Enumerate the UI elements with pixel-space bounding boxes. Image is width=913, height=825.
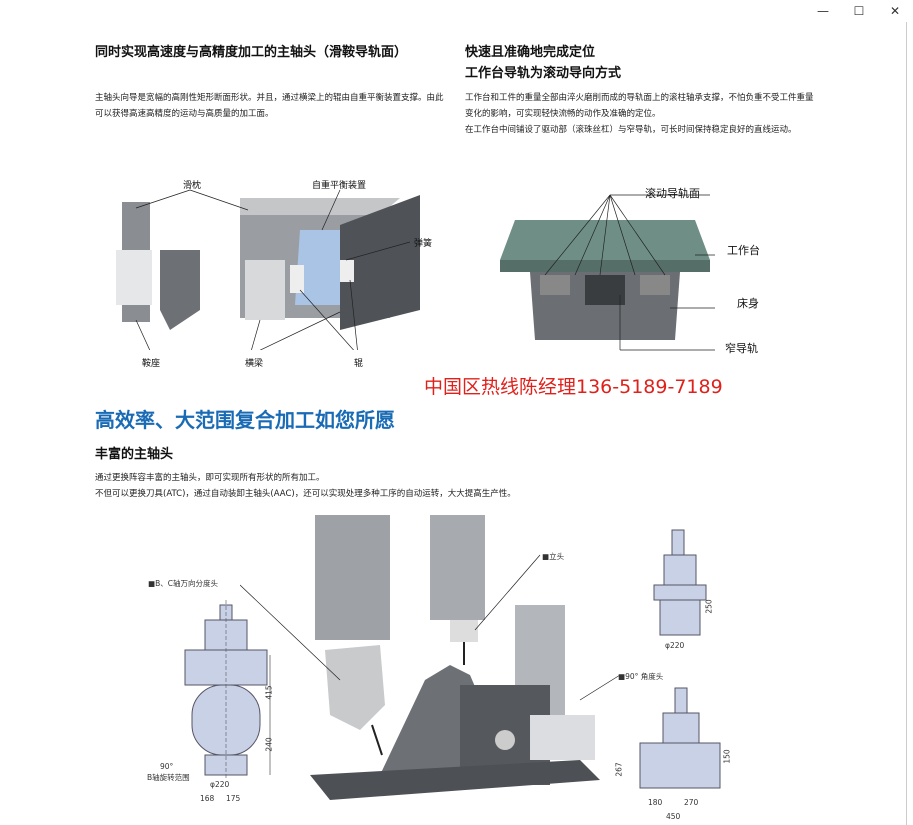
dim-bc-168: 168 xyxy=(200,794,215,803)
left-body: 主轴头向导是宽幅的高刚性矩形断面形状。并且，通过横梁上的辊由自重平衡装置支撑。由… xyxy=(95,93,444,119)
table-guide-illustration xyxy=(500,194,715,351)
machine-illustration xyxy=(310,515,600,800)
right-title-1: 快速且准确地完成定位 xyxy=(465,45,596,60)
right-body-1: 工作台和工件的重量全部由淬火磨削而成的导轨面上的滚柱轴承支撑，不怕负重不受工件重… xyxy=(465,93,814,119)
spindle-line-1: 通过更换阵容丰富的主轴头，即可实现所有形状的所有加工。 xyxy=(95,473,325,483)
b-range-deg: 90° xyxy=(160,762,174,771)
label-spring: 弹簧 xyxy=(414,239,433,249)
dim-bc-dia: φ220 xyxy=(210,780,230,789)
dim-a-150: 150 xyxy=(722,749,732,764)
label-table: 工作台 xyxy=(727,244,760,257)
angle-head-drawing xyxy=(639,687,721,789)
bc-head-drawing xyxy=(184,600,271,780)
left-title: 同时实现高速度与高精度加工的主轴头（滑鞍导轨面） xyxy=(95,45,408,60)
dim-a-270: 270 xyxy=(684,798,699,807)
b-range-label: B轴旋转范围 xyxy=(147,773,190,782)
leader-lines xyxy=(240,554,621,701)
dim-v-250: 250 xyxy=(704,599,714,614)
dim-bc-240: 240 xyxy=(264,737,274,752)
bc-head-label: ■B、C轴万向分度头 xyxy=(148,579,218,588)
label-bed: 床身 xyxy=(737,297,759,310)
spindle-line-2: 不但可以更换刀具(ATC)，通过自动装卸主轴头(AAC)，还可以实现处理多种工序… xyxy=(95,489,516,499)
label-ram: 滑枕 xyxy=(183,181,202,191)
dim-a-450: 450 xyxy=(666,812,681,821)
dim-bc-415: 415 xyxy=(264,685,274,700)
label-beam: 横梁 xyxy=(245,359,264,369)
window-controls: — ☐ ✕ xyxy=(805,0,913,22)
dim-v-dia: φ220 xyxy=(665,641,685,650)
label-roller: 辊 xyxy=(354,359,364,369)
label-narrow-guide: 窄导轨 xyxy=(725,342,758,355)
right-title-2: 工作台导轨为滚动导向方式 xyxy=(465,66,622,81)
dim-a-267: 267 xyxy=(614,762,624,777)
label-saddle: 鞍座 xyxy=(142,359,161,369)
right-body-2: 在工作台中间铺设了驱动部（滚珠丝杠）与窄导轨，可长时间保持稳定良好的直线运动。 xyxy=(465,125,797,135)
section-heading: 高效率、大范围复合加工如您所愿 xyxy=(95,408,395,432)
hotline-text[interactable]: 中国区热线陈经理136-5189-7189 xyxy=(424,376,723,398)
spindle-title: 丰富的主轴头 xyxy=(95,447,174,462)
label-balance: 自重平衡装置 xyxy=(312,181,367,191)
vertical-head-label: ■立头 xyxy=(542,552,565,561)
minimize-button[interactable]: — xyxy=(817,4,829,18)
close-button[interactable]: ✕ xyxy=(889,4,901,18)
dim-a-180: 180 xyxy=(648,798,663,807)
maximize-button[interactable]: ☐ xyxy=(853,4,865,18)
label-rolling-guide: 滚动导轨面 xyxy=(645,187,700,200)
angle-head-label: ■90° 角度头 xyxy=(618,672,664,681)
saddle-guide-illustration xyxy=(116,189,420,350)
dim-bc-175: 175 xyxy=(226,794,241,803)
scrollbar[interactable] xyxy=(906,22,907,825)
vertical-head-drawing xyxy=(653,529,707,636)
